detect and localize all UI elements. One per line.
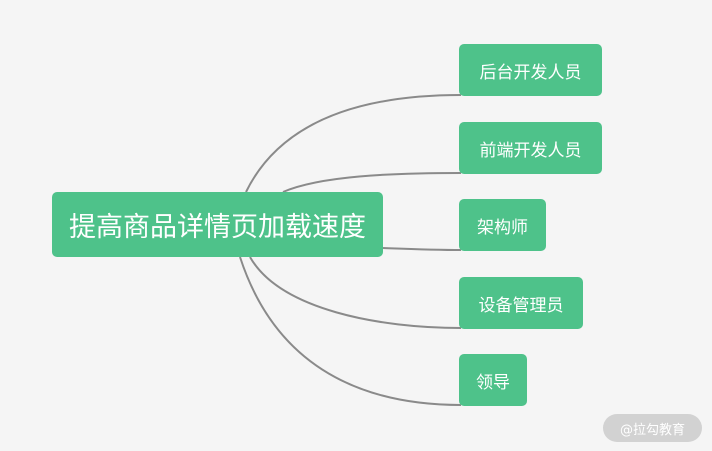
connector-to-leader (239, 256, 462, 406)
branch-node-label: 后台开发人员 (479, 62, 582, 83)
root-node-label: 提高商品详情页加载速度 (69, 212, 366, 243)
branch-node-label: 设备管理员 (478, 295, 564, 316)
root-node[interactable]: 提高商品详情页加载速度 (52, 192, 383, 257)
branch-node-frontend-developers[interactable]: 前端开发人员 (459, 122, 602, 174)
branch-node-architect[interactable]: 架构师 (459, 199, 546, 251)
branch-node-label: 领导 (476, 372, 510, 393)
connector-to-architect (382, 247, 462, 251)
branch-node-label: 前端开发人员 (479, 140, 582, 161)
branch-node-label: 架构师 (477, 217, 528, 238)
watermark-badge: @拉勾教育 (603, 414, 702, 442)
branch-node-backend-developers[interactable]: 后台开发人员 (459, 44, 602, 96)
branch-node-device-admin[interactable]: 设备管理员 (459, 277, 583, 329)
watermark-text: @拉勾教育 (619, 422, 685, 438)
connector-to-backend-developers (245, 94, 462, 193)
branch-node-leader[interactable]: 领导 (459, 354, 527, 406)
connector-to-frontend-developers (282, 172, 462, 193)
connector-to-device-admin (249, 256, 462, 329)
